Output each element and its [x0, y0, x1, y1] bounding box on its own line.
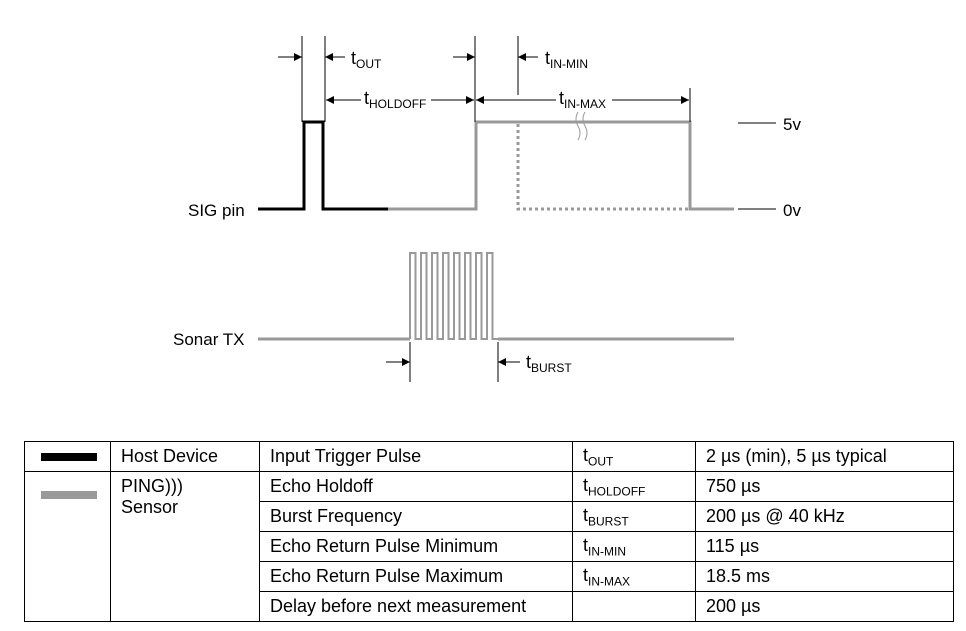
t-in-max-label: tIN-MAX	[559, 88, 606, 111]
value-cell: 200 µs	[695, 591, 954, 622]
sig-host-trigger-waveform	[258, 120, 388, 211]
symbol-cell	[572, 591, 696, 622]
t-holdoff-label-bg	[361, 88, 431, 110]
param-cell: Echo Return Pulse Minimum	[259, 531, 573, 562]
sonar-tx-label: Sonar TX	[173, 330, 245, 349]
sensor-name-line2: Sensor	[121, 497, 179, 517]
param-cell: Echo Return Pulse Maximum	[259, 561, 573, 592]
t-holdoff-label: tHOLDOFF	[364, 88, 426, 111]
t-out-label: tOUT	[351, 48, 382, 71]
value-cell: 2 µs (min), 5 µs typical	[695, 441, 954, 472]
value-cell: 750 µs	[695, 471, 954, 502]
v-high-label: 5v	[783, 115, 801, 134]
sensor-name-line1: PING)))	[121, 476, 183, 496]
sig-echo-waveform	[388, 120, 734, 211]
table-row: Echo Return Pulse Maximum tIN-MAX 18.5 m…	[25, 561, 954, 592]
table-row: PING))) Sensor Echo Holdoff tHOLDOFF 750…	[24, 471, 954, 622]
v-low-label: 0v	[783, 201, 801, 220]
timing-spec-table: Host Device Input Trigger Pulse tOUT 2 µ…	[24, 441, 954, 622]
param-cell: Echo Holdoff	[259, 471, 573, 502]
table-row: Burst Frequency tBURST 200 µs @ 40 kHz	[25, 501, 954, 532]
sonar-tx-burst	[409, 252, 498, 340]
sensor-device-cell: PING))) Sensor	[110, 471, 260, 622]
host-legend-cell	[24, 441, 111, 472]
param-cell: Burst Frequency	[259, 501, 573, 532]
host-line-swatch	[41, 453, 97, 462]
table-row: Delay before next measurement 200 µs	[25, 591, 954, 622]
value-cell: 18.5 ms	[695, 561, 954, 592]
sensor-line-swatch	[41, 491, 97, 500]
timing-diagram: 5v 0v SIG pin Sonar TX tOUT tIN-MIN tHOL…	[173, 36, 801, 382]
table-row: Host Device Input Trigger Pulse tOUT 2 µ…	[24, 441, 954, 472]
symbol-cell: tOUT	[572, 441, 696, 472]
sig-pin-label: SIG pin	[188, 201, 245, 220]
t-burst-label: tBURST	[526, 352, 572, 375]
t-in-max-label-bg	[556, 88, 612, 110]
echo-break-mark	[575, 111, 588, 141]
symbol-cell: tIN-MIN	[572, 531, 696, 562]
symbol-cell: tHOLDOFF	[572, 471, 696, 502]
symbol-cell: tIN-MAX	[572, 561, 696, 592]
sig-echo-min-dashed	[516, 124, 690, 211]
value-cell: 200 µs @ 40 kHz	[695, 501, 954, 532]
value-cell: 115 µs	[695, 531, 954, 562]
table-row: Echo Return Pulse Minimum tIN-MIN 115 µs	[25, 531, 954, 562]
param-cell: Input Trigger Pulse	[259, 441, 573, 472]
sensor-legend-cell	[24, 471, 111, 622]
host-device-cell: Host Device	[110, 441, 260, 472]
symbol-cell: tBURST	[572, 501, 696, 532]
param-cell: Delay before next measurement	[259, 591, 573, 622]
t-in-min-label: tIN-MIN	[545, 48, 588, 71]
